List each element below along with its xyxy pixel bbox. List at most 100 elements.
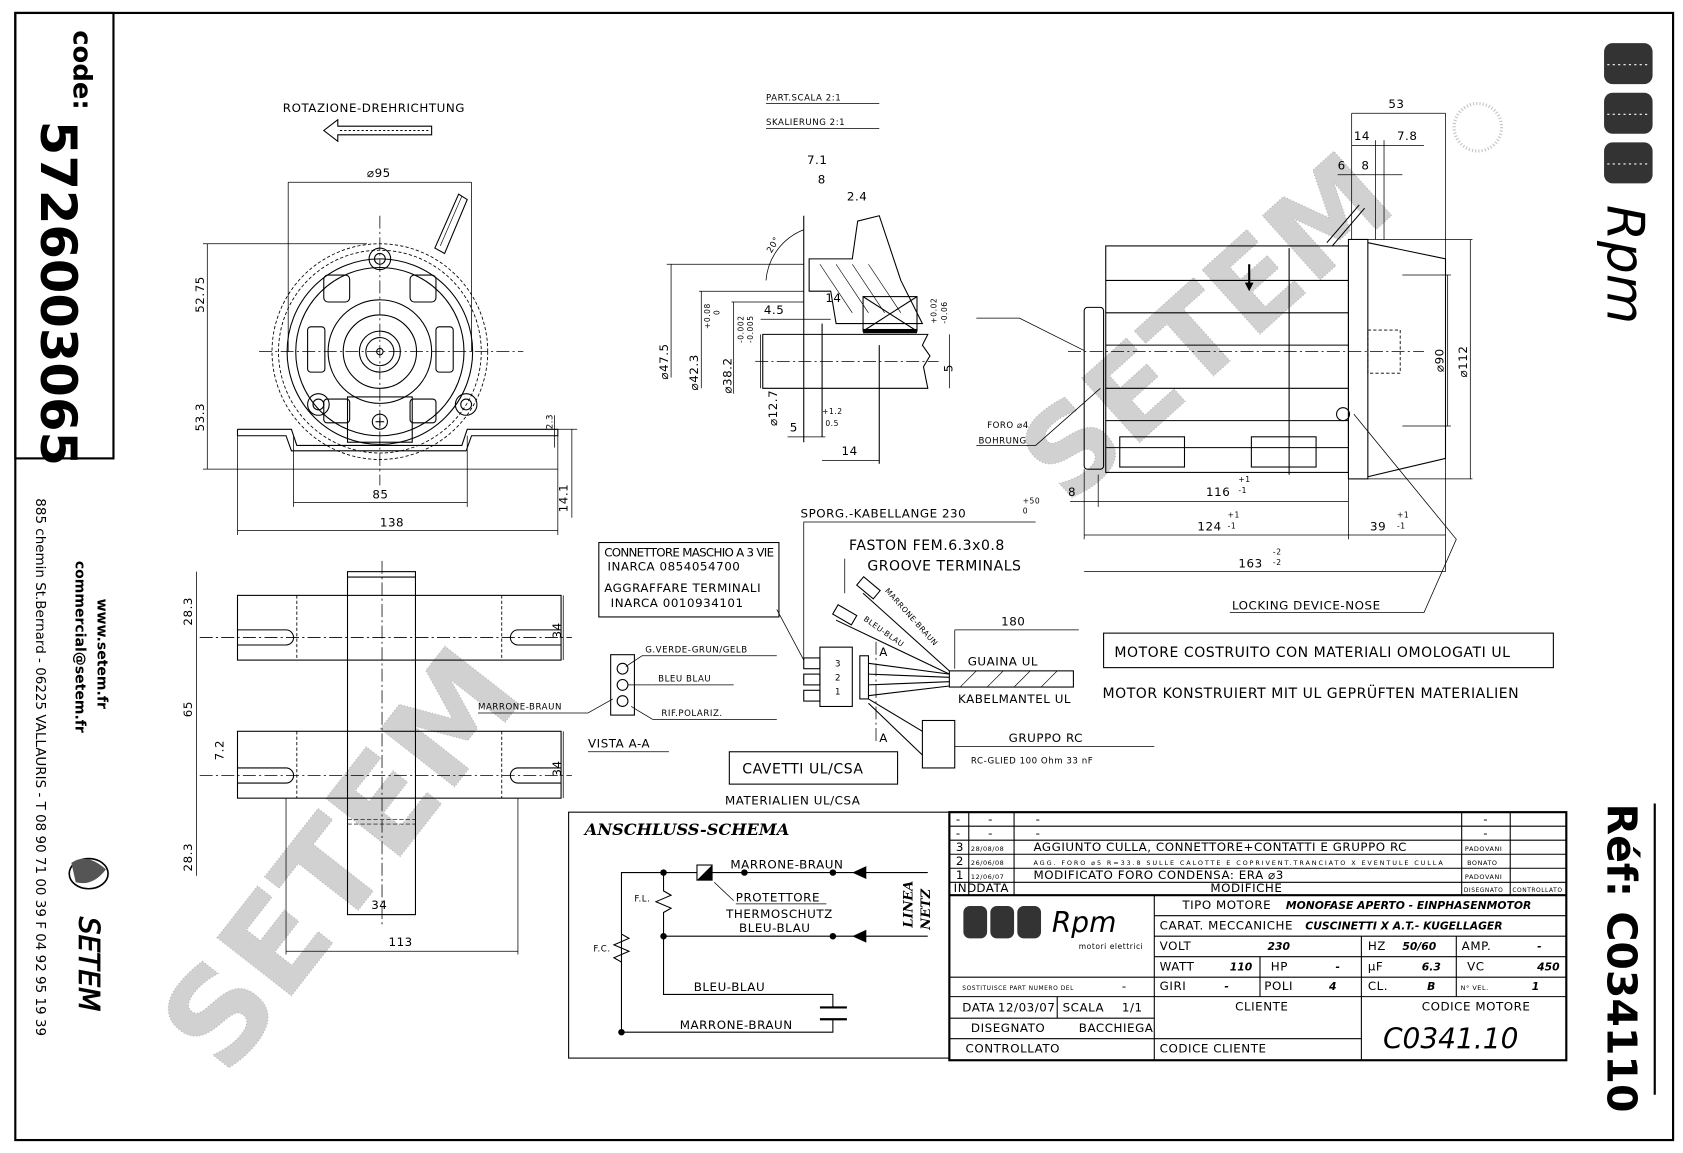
svg-text:6: 6 <box>1338 158 1346 172</box>
svg-text:SCALA: SCALA <box>1063 1001 1105 1015</box>
svg-text:THERMOSCHUTZ: THERMOSCHUTZ <box>725 907 833 921</box>
front-view: ROTAZIONE-DREHRICHTUNG <box>193 101 578 535</box>
svg-text:CONTROLLATO: CONTROLLATO <box>1512 887 1562 894</box>
svg-text:-: - <box>1036 826 1041 840</box>
svg-text:+1: +1 <box>1397 511 1409 520</box>
svg-text:-0.06: -0.06 <box>940 301 949 323</box>
detail-view: PART.SCALA 2:1 SKALIERUNG 2:1 7.1 8 2.4 … <box>657 93 956 464</box>
svg-text:⌀95: ⌀95 <box>367 166 391 180</box>
svg-text:CODICE CLIENTE: CODICE CLIENTE <box>1160 1042 1267 1056</box>
svg-text:MOTORE COSTRUITO CON MATERIALI: MOTORE COSTRUITO CON MATERIALI OMOLOGATI… <box>1114 645 1510 661</box>
svg-text:KABELMANTEL UL: KABELMANTEL UL <box>958 692 1071 706</box>
svg-text:A: A <box>879 645 888 659</box>
rotation-arrow-icon <box>322 118 433 143</box>
svg-text:12/03/07: 12/03/07 <box>998 1001 1056 1015</box>
svg-text:-2: -2 <box>1273 558 1282 567</box>
connection-schema: ANSCHLUSS-SCHEMA MARRONE-BRAUN PROTETTOR… <box>568 811 950 1059</box>
svg-text:MOTOR KONSTRUIERT MIT UL GEPRÜ: MOTOR KONSTRUIERT MIT UL GEPRÜFTEN MATER… <box>1103 684 1520 702</box>
svg-text:CUSCINETTI X A.T.- KUGELLAGER: CUSCINETTI X A.T.- KUGELLAGER <box>1305 920 1502 933</box>
svg-text:RIF.POLARIZ.: RIF.POLARIZ. <box>661 709 722 719</box>
svg-text:MONOFASE APERTO - EINPHASENMOT: MONOFASE APERTO - EINPHASENMOTOR <box>1286 899 1531 912</box>
setem-logo-icon <box>68 857 109 890</box>
rpm-title-brand: Rpm <box>1052 906 1117 939</box>
svg-text:MODIFICATO FORO CONDENSA: ERA: MODIFICATO FORO CONDENSA: ERA ⌀3 <box>1033 868 1283 882</box>
svg-text:-: - <box>988 826 993 840</box>
svg-text:SETEM: SETEM <box>994 126 1418 527</box>
address: 885 chemin St.Bernard - 06225 VALLAURIS … <box>32 498 48 1036</box>
svg-text:1/1: 1/1 <box>1122 1001 1143 1015</box>
email[interactable]: commercial@setem.fr <box>72 561 88 733</box>
website[interactable]: www.setem.fr <box>93 599 109 709</box>
svg-text:CL.: CL. <box>1368 979 1388 993</box>
svg-text:µF: µF <box>1368 960 1383 974</box>
svg-text:-1: -1 <box>1397 522 1406 531</box>
svg-text:50/60: 50/60 <box>1402 940 1436 953</box>
svg-text:180: 180 <box>1001 615 1025 629</box>
registered-mark-icon <box>1452 101 1504 153</box>
cable-sheath <box>948 670 1074 688</box>
svg-text:65: 65 <box>181 701 195 717</box>
svg-text:2.4: 2.4 <box>847 190 867 204</box>
svg-text:VOLT: VOLT <box>1160 939 1192 953</box>
svg-text:-1: -1 <box>1238 486 1247 495</box>
svg-text:5: 5 <box>942 364 956 372</box>
svg-text:INARCA 0854054700: INARCA 0854054700 <box>607 560 740 574</box>
reference-code: Réf: C034110 <box>1597 804 1645 1113</box>
svg-text:-: - <box>1483 826 1488 840</box>
svg-text:+0.08: +0.08 <box>703 303 712 329</box>
svg-text:PADOVANI: PADOVANI <box>1465 873 1502 881</box>
svg-text:SPORG.-KABELLANGE 230: SPORG.-KABELLANGE 230 <box>801 507 967 521</box>
svg-text:110: 110 <box>1230 961 1253 974</box>
cable-exit <box>434 193 468 255</box>
title-block: - - - - - - - - 3 28/08/08 AGGIUNTO CULL… <box>948 811 1568 1062</box>
rotation-label: ROTAZIONE-DREHRICHTUNG <box>283 101 465 115</box>
rpm-brand: Rpm <box>1594 205 1654 324</box>
svg-text:VC: VC <box>1467 960 1484 974</box>
svg-text:+1: +1 <box>1238 475 1250 484</box>
sheet-border <box>14 11 1675 1142</box>
svg-text:AGGIUNTO CULLA, CONNETTORE+CON: AGGIUNTO CULLA, CONNETTORE+CONTATTI E GR… <box>1033 840 1407 854</box>
rc-group <box>921 719 956 769</box>
faston-terminal <box>831 603 858 626</box>
rpm-logo-icon <box>1604 43 1653 184</box>
wiring-detail: CONNETTORE MASCHIO A 3 VIE INARCA 085405… <box>478 497 1155 808</box>
svg-text:INARCA 0010934101: INARCA 0010934101 <box>611 596 744 610</box>
svg-text:PROTETTORE: PROTETTORE <box>736 891 820 905</box>
svg-text:⌀12.7: ⌀12.7 <box>766 390 780 426</box>
svg-text:5: 5 <box>790 420 798 434</box>
svg-text:7.1: 7.1 <box>807 153 827 167</box>
svg-text:-: - <box>1483 812 1488 826</box>
svg-text:MODIFICHE: MODIFICHE <box>1210 881 1282 895</box>
svg-text:4.5: 4.5 <box>764 303 784 317</box>
svg-text:BLEU-BLAU: BLEU-BLAU <box>862 614 906 648</box>
svg-text:-: - <box>956 812 961 826</box>
svg-text:GIRI: GIRI <box>1160 979 1187 993</box>
svg-text:AMP.: AMP. <box>1462 939 1492 953</box>
svg-text:26/06/08: 26/06/08 <box>971 859 1004 867</box>
svg-text:CONNETTORE MASCHIO A 3 VIE: CONNETTORE MASCHIO A 3 VIE <box>604 546 774 560</box>
svg-text:⌀47.5: ⌀47.5 <box>657 343 671 379</box>
svg-text:DATA: DATA <box>976 881 1009 895</box>
arrow-left-icon <box>852 866 867 880</box>
svg-text:1: 1 <box>835 688 841 698</box>
svg-text:F.L.: F.L. <box>634 895 650 905</box>
svg-text:motori elettrici: motori elettrici <box>1079 942 1144 951</box>
svg-text:N° VEL.: N° VEL. <box>1461 984 1489 992</box>
svg-text:7.8: 7.8 <box>1397 129 1417 143</box>
svg-text:BLEU-BLAU: BLEU-BLAU <box>739 921 810 935</box>
svg-text:3: 3 <box>835 660 841 670</box>
arrow-left-icon <box>852 929 867 943</box>
svg-text:8: 8 <box>1361 158 1369 172</box>
svg-text:SOSTITUISCE PART NUMERO DEL: SOSTITUISCE PART NUMERO DEL <box>962 985 1074 992</box>
svg-text:-: - <box>1122 979 1127 993</box>
svg-text:LINEA: LINEA <box>902 881 917 929</box>
svg-text:⌀38.2: ⌀38.2 <box>720 357 734 393</box>
svg-text:+1.2: +1.2 <box>822 407 842 416</box>
svg-text:+0.02: +0.02 <box>929 298 938 324</box>
svg-text:116: 116 <box>1206 485 1230 499</box>
svg-text:PART.SCALA 2:1: PART.SCALA 2:1 <box>766 93 841 103</box>
svg-text:VISTA A-A: VISTA A-A <box>588 736 651 750</box>
svg-text:MARRONE-BRAUN: MARRONE-BRAUN <box>680 1018 793 1032</box>
svg-text:14: 14 <box>825 291 841 305</box>
